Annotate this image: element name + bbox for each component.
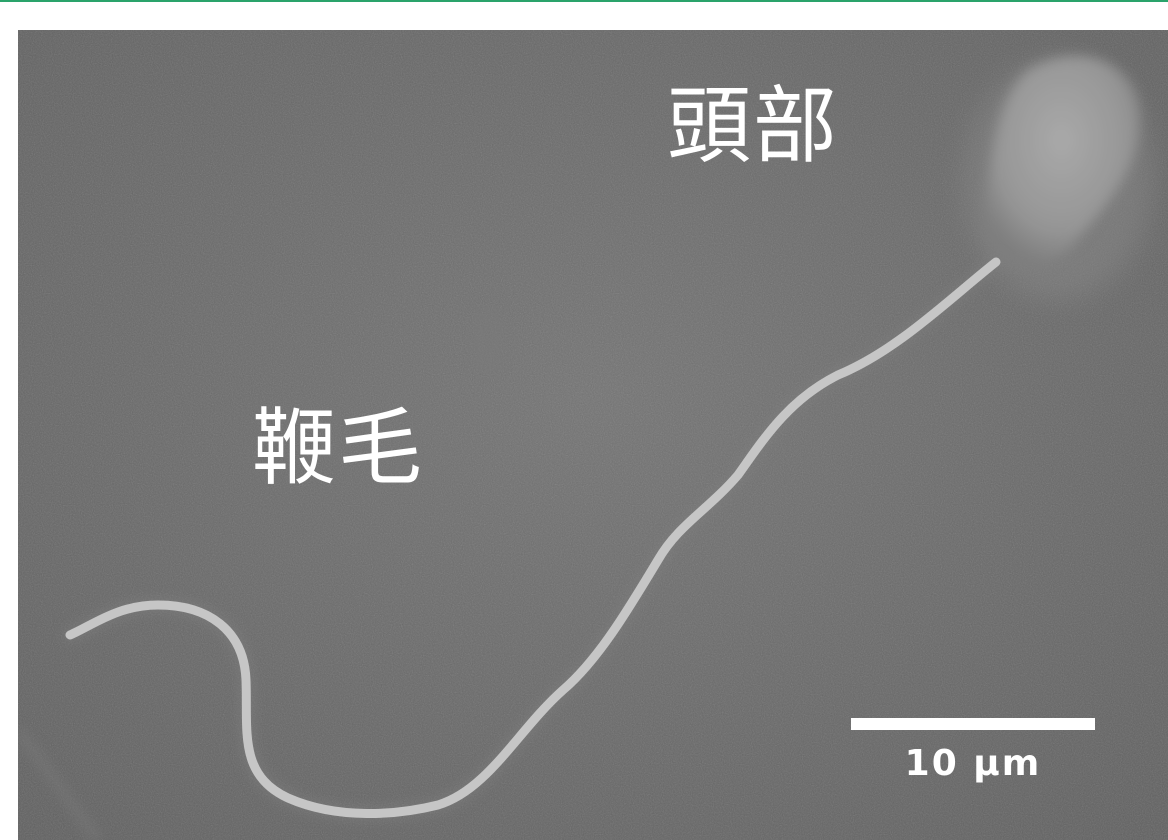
head-label: 頭部 [667, 77, 840, 175]
sperm-head [982, 56, 1141, 267]
background-blob [470, 306, 506, 374]
edge-shadow [18, 727, 103, 840]
top-rule [0, 0, 1168, 2]
scale-bar [851, 718, 1095, 730]
flagellum-label: 鞭毛 [252, 399, 425, 497]
flagellum [65, 257, 1001, 818]
micrograph-image [18, 30, 1168, 840]
scale-bar-label: 10 µm [904, 743, 1042, 784]
sperm-micrograph [18, 30, 1168, 840]
